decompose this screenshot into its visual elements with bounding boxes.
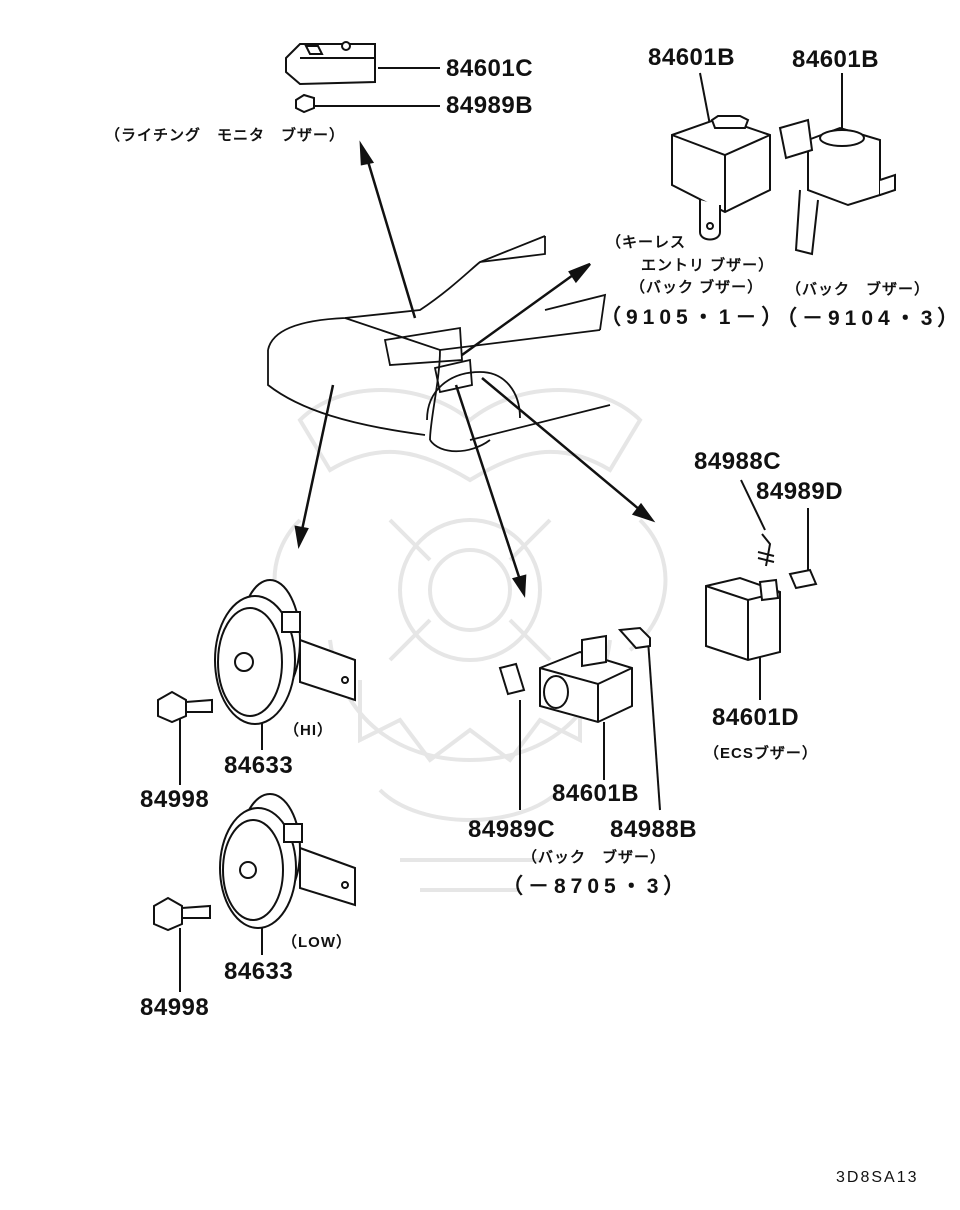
part-84989C-label: 84989C (468, 816, 556, 843)
horn-hi-icon (157, 579, 356, 725)
buzzer-84601C-icon (285, 41, 376, 114)
back-buzzer-note-right: （バック ブザー） (786, 281, 931, 298)
buzzer-84601B-left-icon (671, 115, 771, 241)
diagram-code: 3D8SA13 (836, 1169, 919, 1186)
back-buzzer-note-left: （バック ブザー） (630, 279, 764, 296)
car-body-outline (267, 235, 611, 453)
horn-low-icon (153, 793, 356, 932)
part-84633-hi-label: 84633 (224, 752, 294, 779)
buzzer-84601D-icon (705, 533, 818, 662)
part-84601B-left-label: 84601B (648, 44, 736, 71)
part-84998-upper-label: 84998 (140, 786, 210, 813)
buzzer-84601B-right-icon (778, 118, 896, 256)
horn-hi-note: （HI） (284, 722, 334, 739)
horn-low-note: （LOW） (282, 934, 352, 951)
ecs-buzzer-note: （ECSブザー） (704, 745, 818, 762)
date-range-right: （－9104・3） (776, 307, 960, 330)
callout-lines (179, 67, 843, 992)
part-84988B-label: 84988B (610, 816, 698, 843)
part-84601B-lower-label: 84601B (552, 780, 640, 807)
leader-arrows (294, 140, 656, 598)
keyless-entry-note-line2: エントリ ブザー） (641, 257, 775, 274)
part-84633-low-label: 84633 (224, 958, 294, 985)
lighting-monitor-buzzer-note: （ライチング モニタ ブザー） (105, 127, 346, 144)
part-84601D-label: 84601D (712, 704, 800, 731)
date-range-lower: （－8705・3） (502, 875, 690, 898)
part-84989B-label: 84989B (446, 92, 534, 119)
part-84998-lower-label: 84998 (140, 994, 210, 1021)
date-range-left: （9105・1－） (600, 306, 788, 329)
back-buzzer-note-lower: （バック ブザー） (522, 849, 667, 866)
part-84601B-right-label: 84601B (792, 46, 880, 73)
part-84601C-label: 84601C (446, 55, 534, 82)
part-84988C-label: 84988C (694, 448, 782, 475)
buzzer-84601B-lower-icon (498, 626, 651, 724)
part-84989D-label: 84989D (756, 478, 844, 505)
keyless-entry-note-line1: （キーレス (606, 234, 687, 251)
